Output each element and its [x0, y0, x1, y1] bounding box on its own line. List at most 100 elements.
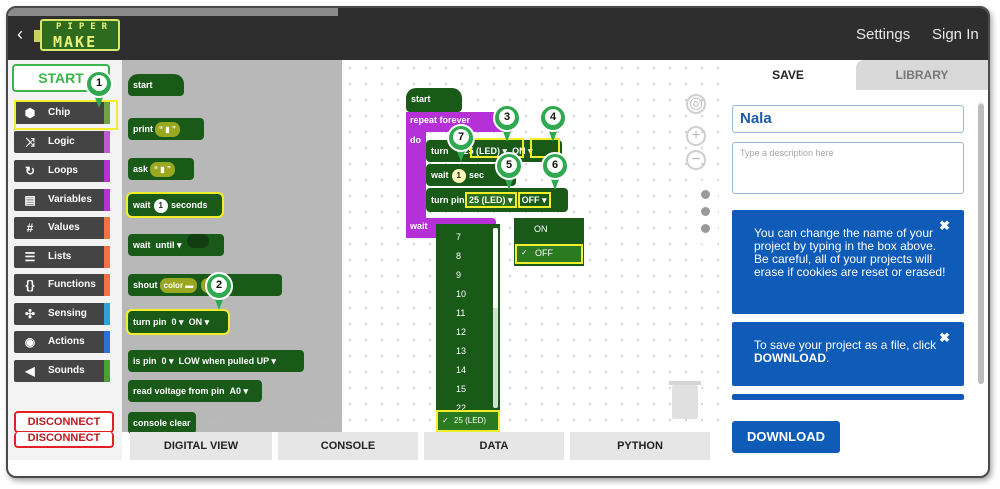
info-text: You can change the name of your project … [754, 226, 946, 279]
workspace-turn-off-block[interactable]: turn pin 25 (LED) ▾ OFF ▾ [426, 188, 568, 212]
flyout-print-block[interactable]: print“ ▮ ” [128, 118, 204, 140]
tab-python[interactable]: PYTHON [570, 432, 710, 460]
logo-line-2: MAKE [53, 33, 98, 51]
pull-dropdown[interactable]: LOW when pulled UP ▾ [178, 356, 276, 366]
zoom-in-icon[interactable]: + [686, 126, 706, 146]
pin-dropdown[interactable]: A0 ▾ [229, 386, 249, 396]
category-sensing[interactable]: ✣ Sensing [14, 303, 110, 325]
pin-option[interactable]: 22 [456, 403, 467, 413]
pin-dropdown[interactable]: 0 ▾ [171, 317, 184, 327]
pin-option[interactable]: 8 [456, 251, 462, 261]
annotation-marker-2: 2 [204, 272, 234, 312]
pin-dropdown[interactable]: 0 ▾ [161, 356, 174, 366]
do-label: do [410, 135, 421, 145]
block-label: print [133, 124, 153, 134]
tab-library[interactable]: LIBRARY [856, 60, 988, 90]
flyout-start-block[interactable]: start [128, 74, 184, 96]
category-values[interactable]: # Values [14, 217, 110, 239]
category-functions[interactable]: {} Functions [14, 274, 110, 296]
flyout-is-pin-block[interactable]: is pin 0 ▾ LOW when pulled UP ▾ [128, 350, 304, 372]
block-label: turn pin [431, 195, 465, 205]
tab-console[interactable]: CONSOLE [278, 432, 418, 460]
scrollbar-thumb[interactable] [978, 104, 984, 384]
ghost-tab-text: CONSO [306, 418, 343, 429]
category-logic[interactable]: ⤨ Logic [14, 131, 110, 153]
handle-dot [701, 207, 710, 216]
panel-drag-handle[interactable] [694, 180, 718, 244]
info-text-bold: DOWNLOAD [754, 351, 826, 365]
wait-value[interactable]: 1 [451, 169, 466, 183]
recenter-icon[interactable]: ◎ [686, 94, 706, 114]
workspace-start-block[interactable]: start [406, 88, 462, 112]
pin-option[interactable]: 15 [456, 384, 467, 394]
wait-value[interactable]: 1 [153, 199, 168, 213]
pin-option[interactable]: 13 [456, 346, 467, 356]
category-sounds[interactable]: ◀ Sounds [14, 360, 110, 382]
tab-data[interactable]: DATA [424, 432, 564, 460]
color-label: color [163, 281, 184, 290]
piper-make-logo[interactable]: PIPER MAKE [34, 19, 120, 51]
pin-option[interactable]: 12 [456, 327, 467, 337]
repeat-forever-block[interactable]: repeat forever [406, 112, 514, 132]
annotation-marker-3: 3 [492, 104, 522, 144]
close-icon[interactable]: ✖ [939, 330, 950, 345]
flyout-turn-pin-block[interactable]: turn pin 0 ▾ ON ▾ [126, 309, 230, 335]
flyout-wait-until-block[interactable]: wait until ▾ [128, 234, 224, 256]
check-icon: ✓ [521, 248, 528, 257]
flyout-console-clear-block[interactable]: console clear [128, 412, 196, 434]
list-icon: ☰ [24, 250, 36, 264]
pin-option[interactable]: 10 [456, 289, 467, 299]
state-dropdown[interactable]: ON ▾ [188, 317, 210, 327]
disconnect-button[interactable]: DISCONNECT [14, 411, 114, 433]
state-dropdown[interactable]: OFF ▾ [517, 192, 551, 208]
pin-dropdown[interactable]: 25 (LED) ▾ [465, 192, 517, 208]
handle-dot [701, 224, 710, 233]
project-name-input[interactable]: Nala [732, 105, 964, 133]
zoom-out-icon[interactable]: − [686, 150, 706, 170]
pin-dropdown[interactable]: 25 (LED) ▾ [463, 146, 508, 156]
category-chip[interactable]: ⬢ Chip [14, 102, 110, 124]
pin-menu-scrollbar[interactable] [493, 228, 498, 408]
flyout-read-voltage-block[interactable]: read voltage from pin A0 ▾ [128, 380, 262, 402]
shuffle-icon: ⤨ [25, 135, 35, 149]
trash-icon[interactable] [669, 381, 701, 419]
marker-number: 2 [211, 277, 227, 293]
tab-digital-view[interactable]: DIGITAL VIEW [130, 432, 272, 460]
pin-option[interactable]: 9 [456, 270, 462, 280]
pin-option[interactable]: 7 [456, 232, 462, 242]
project-description-input[interactable] [732, 142, 964, 194]
back-chevron-icon[interactable]: ‹ [17, 24, 23, 44]
top-bar: ‹ PIPER MAKE Settings Sign In [8, 8, 988, 60]
category-label: Lists [48, 251, 72, 262]
category-lists[interactable]: ☰ Lists [14, 246, 110, 268]
flyout-ask-block[interactable]: ask“ ▮ ” [128, 158, 194, 180]
pin-option-25-row[interactable]: ✓ 25 (LED) [436, 410, 500, 432]
category-label: Functions [48, 279, 96, 290]
speaker-icon: ◀ [25, 364, 35, 378]
block-workspace[interactable]: start repeat forever do wait turn 25 (LE… [342, 60, 720, 432]
pin-option[interactable]: 14 [456, 365, 467, 375]
panel-scrollbar[interactable] [978, 102, 984, 384]
handle-dot [701, 190, 710, 199]
download-button[interactable]: DOWNLOAD [732, 421, 840, 453]
until-dropdown[interactable]: until ▾ [155, 240, 182, 250]
block-label: read voltage from pin [133, 386, 225, 396]
sign-in-link[interactable]: Sign In [932, 26, 979, 43]
string-slot: “ ▮ ” [150, 162, 175, 177]
option-off-row[interactable]: ✓ OFF [515, 244, 583, 264]
block-label: start [411, 94, 431, 104]
category-swatch [104, 274, 110, 296]
category-swatch [104, 189, 110, 211]
option-on[interactable]: ON [534, 224, 548, 234]
category-variables[interactable]: ▤ Variables [14, 189, 110, 211]
pin-option[interactable]: 11 [456, 308, 466, 318]
category-loops[interactable]: ↻ Loops [14, 160, 110, 182]
category-label: Variables [48, 194, 92, 205]
category-actions[interactable]: ◉ Actions [14, 331, 110, 353]
close-icon[interactable]: ✖ [939, 218, 950, 233]
tab-save[interactable]: SAVE [720, 60, 856, 90]
settings-link[interactable]: Settings [856, 26, 911, 43]
